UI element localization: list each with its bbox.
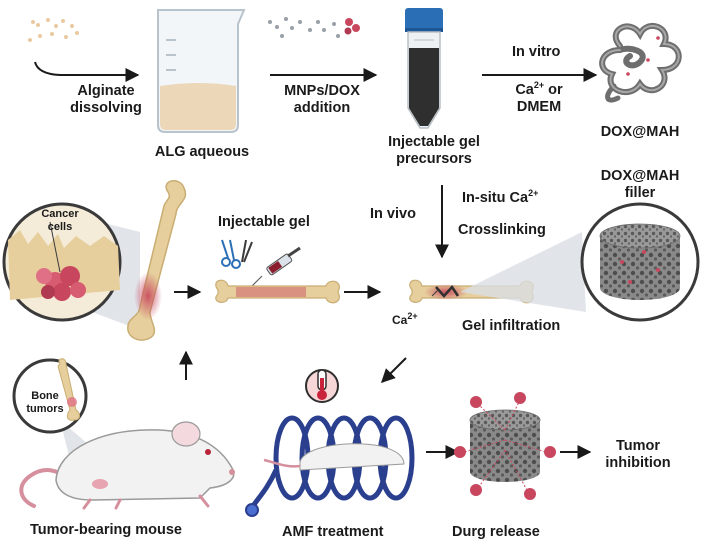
- label-ca-or-dmem: Ca2+ or DMEM: [502, 80, 576, 116]
- mnp-particles-icon: [268, 17, 340, 38]
- beaker-icon: [157, 9, 246, 133]
- release-scaffold-icon: [469, 409, 541, 482]
- label-bone-tumors: Bone tumors: [20, 390, 70, 416]
- ca-pointer: [431, 289, 439, 297]
- alginate-powder-icon: [28, 18, 79, 42]
- mouse-icon: [19, 421, 235, 510]
- label-ca2: Ca2+: [392, 311, 418, 327]
- yarn-fiber-icon: [599, 22, 682, 103]
- yarn-fiber-highlight: [601, 24, 680, 94]
- label-dox-mah-filler: DOX@MAH filler: [592, 168, 688, 202]
- dox-particles-icon: [344, 18, 360, 35]
- coil-mouse-icon: [263, 443, 405, 471]
- label-mnps-dox: MNPs/DOX: [284, 83, 360, 99]
- label-alginate-dissolving: Alginate dissolving: [66, 83, 146, 117]
- label-in-vitro: In vitro: [512, 44, 561, 60]
- bone-with-gel-icon: [215, 279, 340, 304]
- label-injectable-gel-line1: Injectable gel: [388, 134, 480, 150]
- label-injectable-gel-precursors: Injectable gel precursors: [378, 134, 490, 168]
- label-in-situ-ca: In-situ Ca2+: [462, 188, 539, 206]
- label-injectable-gel: Injectable gel: [218, 214, 310, 230]
- scissors-icon: [221, 239, 253, 269]
- label-addition: addition: [293, 100, 351, 116]
- label-alginate: Alginate: [77, 83, 135, 99]
- label-precursors: precursors: [396, 151, 472, 167]
- label-filler-line2: filler: [624, 185, 656, 201]
- filler-magnifier: [460, 202, 700, 322]
- label-filler-line1: DOX@MAH: [600, 168, 680, 184]
- syringe-icon: [251, 246, 301, 287]
- label-ca-or: Ca2+ or: [515, 80, 563, 98]
- label-tumor-inhibition: Tumor inhibition: [590, 438, 686, 472]
- label-inhibition: inhibition: [605, 455, 671, 471]
- label-dox-mah: DOX@MAH: [600, 124, 680, 140]
- arrow-infiltration-to-amf: [381, 357, 407, 383]
- label-mnps-dox-addition: MNPs/DOX addition: [276, 83, 368, 117]
- thermometer-icon: [305, 369, 339, 403]
- tumor-cluster-icon: [36, 266, 86, 301]
- label-durg-release: Durg release: [452, 524, 540, 540]
- label-dissolving: dissolving: [70, 100, 142, 116]
- fiber-dox-dots: [626, 36, 660, 76]
- cancer-cells-magnifier: [2, 202, 140, 330]
- coil-terminal-icon: [245, 503, 259, 517]
- label-in-vivo: In vivo: [370, 206, 416, 222]
- label-bone: Bone: [31, 390, 59, 402]
- label-dmem: DMEM: [516, 99, 562, 115]
- label-alg-aqueous: ALG aqueous: [154, 144, 250, 160]
- released-dox-particles: [454, 392, 556, 500]
- bone-icon: [127, 180, 187, 341]
- label-amf-treatment: AMF treatment: [282, 524, 384, 540]
- label-gel-infiltration: Gel infiltration: [462, 318, 561, 334]
- cancer-cells-pointer: [49, 221, 61, 273]
- label-cancer-cells: Cancer cells: [30, 208, 90, 234]
- arrow-alginate-to-beaker: [34, 61, 140, 82]
- label-crosslinking: Crosslinking: [458, 222, 546, 238]
- label-cancer: Cancer: [41, 208, 79, 220]
- label-tumor: Tumor: [615, 438, 661, 454]
- label-tumor-bearing-mouse: Tumor-bearing mouse: [30, 522, 182, 538]
- label-cells: cells: [47, 221, 73, 233]
- porous-cylinder-icon: [599, 223, 681, 300]
- falcon-tube-icon: [405, 8, 443, 129]
- label-tumors: tumors: [26, 403, 64, 415]
